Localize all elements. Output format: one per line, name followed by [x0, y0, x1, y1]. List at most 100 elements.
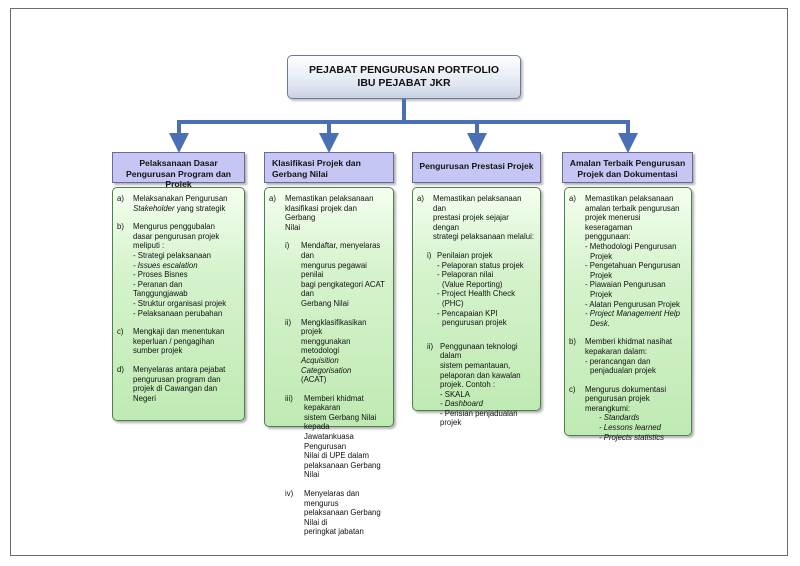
item-text: Penilaian projek [437, 250, 493, 260]
subitem-text: - Piawaian Pengurusan [585, 280, 666, 290]
subitem-text: Projek [590, 270, 613, 280]
header-pelaksanaan-dasar: Pelaksanaan Dasar Pengurusan Program dan… [112, 152, 245, 189]
top-org-box: PEJABAT PENGURUSAN PORTFOLIO IBU PEJABAT… [287, 55, 521, 99]
item-text: meliputi : [133, 241, 165, 251]
item-text: pengurusan projek [585, 394, 650, 404]
item-marker: c) [117, 327, 124, 337]
item-text: Memberi khidmat nasihat [585, 337, 673, 347]
item-text: strategi pelaksanaan melalui: [433, 232, 534, 242]
subitem-text: - Project Health Check [437, 289, 515, 299]
item-text: Nilai [285, 222, 301, 232]
subitem-text: - Pelaporan status projek [437, 260, 524, 270]
item-marker: i) [427, 250, 432, 260]
item-text: Nilai di UPE dalam [304, 451, 369, 461]
subitem-text-italic: - Projects statistics [599, 432, 664, 442]
list-item: i) Mendaftar, menyelaras dan mengurus pe… [285, 241, 387, 308]
top-title-line1: PEJABAT PENGURUSAN PORTFOLIO [309, 64, 499, 76]
list-item: c) Mengurus dokumentasi pengurusan proje… [569, 385, 685, 443]
item-text: menggunakan metodologi [301, 336, 351, 356]
list-item: a) Memastikan pelaksanaan amalan terbaik… [569, 194, 685, 328]
list-item: b) Mengurus penggubalan dasar pengurusan… [117, 222, 238, 318]
page-frame [10, 8, 788, 556]
item-text: Memastikan pelaksanaan [285, 194, 374, 203]
subitem-text-italic: - Standards [599, 413, 640, 423]
item-text: Negeri [133, 393, 156, 403]
item-text: sistem Gerbang Nilai kepada [304, 412, 377, 432]
item-text: Jawatankuasa Pengurusan [304, 432, 354, 451]
item-text: Gerbang Nilai [301, 298, 349, 308]
item-text: Memastikan pelaksanaan [585, 194, 674, 203]
item-marker: ii) [285, 317, 292, 327]
item-text-italic: Acquisition Categorisation [301, 355, 352, 375]
subitem-text: - Struktur organisasi projek [133, 298, 227, 308]
subitem-text: - Methodologi Pengurusan [585, 241, 677, 251]
item-text: projek menerusi keseragaman [585, 213, 641, 232]
list-item: c) Mengkaji dan menentukan keperluan / p… [117, 327, 238, 356]
list-item: i) Penilaian projek - Pelaporan status p… [427, 251, 534, 328]
item-marker: ii) [427, 341, 434, 351]
subitem-text-italic: - Dashboard [440, 399, 483, 409]
subitem-text: - Pelaporan nilai [437, 270, 494, 280]
item-text: yang strategik [174, 203, 226, 213]
item-marker: iv) [285, 489, 294, 499]
list-item: a) Memastikan pelaksanaan dan prestasi p… [417, 194, 534, 242]
box-klasifikasi-projek: a) Memastikan pelaksanaan klasifikasi pr… [264, 187, 394, 536]
item-text: Mendaftar, menyelaras dan [301, 241, 381, 260]
top-title-line2: IBU PEJABAT JKR [357, 77, 451, 89]
header-amalan-terbaik: Amalan Terbaik Pengurusan Projek dan Dok… [562, 152, 693, 183]
subitem-text: pengurusan projek [442, 318, 507, 328]
item-marker: i) [285, 241, 290, 251]
subitem-text: - SKALA [440, 389, 470, 399]
item-text: pengurusan program dan [133, 374, 221, 384]
list-item: a) Memastikan pelaksanaan klasifikasi pr… [269, 194, 387, 232]
subitem-text: - perancangan dan [585, 356, 651, 366]
item-marker: a) [417, 194, 424, 203]
subitem-text-italic: - Project Management Help [585, 309, 680, 319]
subitem-text: - Peranan dan Tanggungjawab [133, 279, 188, 299]
item-text: merangkumi: [585, 403, 631, 413]
item-text: peringkat jabatan [304, 527, 364, 537]
item-text: Mengurus penggubalan [133, 222, 215, 232]
box-pengurusan-prestasi: a) Memastikan pelaksanaan dan prestasi p… [412, 187, 541, 427]
subitem-text: Projek [590, 251, 613, 261]
item-text: Mengklasifikasikan projek [301, 317, 367, 337]
item-marker: a) [269, 194, 276, 203]
list-item: b) Memberi khidmat nasihat kepakaran dal… [569, 337, 685, 375]
subitem-text: - Proses Bisnes [133, 270, 188, 280]
item-marker: d) [117, 364, 124, 374]
item-text: keperluan / pengagihan [133, 336, 215, 346]
item-marker: c) [569, 384, 576, 394]
list-item: d) Menyelaras antara pejabat pengurusan … [117, 365, 238, 403]
item-text: Mengurus dokumentasi [585, 384, 667, 394]
item-text: amalan terbaik pengurusan [585, 203, 680, 213]
item-text-italic: Stakeholder [133, 203, 175, 213]
item-text: dasar pengurusan projek [133, 231, 220, 241]
item-text: kepakaran dalam: [585, 346, 647, 356]
item-text: Menyelaras dan mengurus [304, 489, 360, 508]
subitem-text: - Issues escalation [133, 260, 198, 270]
subitem-text: - Perisian penjadualan projek [440, 408, 518, 428]
item-text: klasifikasi projek dan Gerbang [285, 203, 357, 223]
header-pengurusan-prestasi: Pengurusan Prestasi Projek [412, 152, 541, 183]
item-text: sistem pemantauan, [440, 360, 511, 370]
item-marker: iii) [285, 393, 293, 403]
item-text: pelaksanaan Gerbang Nilai [304, 460, 381, 480]
item-text: Memastikan pelaksanaan dan [433, 194, 522, 213]
item-text: Penggunaan teknologi dalam [440, 341, 518, 361]
item-text: mengurus pegawai penilai [301, 260, 367, 280]
list-item: iii) Memberi khidmat kepakaran sistem Ge… [285, 394, 387, 480]
subitem-text: - Strategi pelaksanaan [133, 250, 212, 260]
subitem-text: penjadualan projek [590, 366, 656, 376]
item-text: projek. Contoh : [440, 380, 496, 390]
item-text: bagi pengkategori ACAT dan [301, 279, 385, 299]
item-text: (ACAT) [301, 375, 327, 385]
list-item: ii) Mengklasifikasikan projek menggunaka… [285, 318, 387, 385]
subitem-text: - Alatan Pengurusan Projek [585, 299, 680, 309]
subitem-text: (PHC) [442, 298, 464, 308]
item-text: penggunaan: [585, 232, 631, 242]
list-item: a) Melaksanakan Pengurusan Stakeholder y… [117, 194, 238, 213]
item-text: projek di Cawangan dan [133, 384, 218, 394]
item-text: pelaporan dan kawalan [440, 370, 521, 380]
item-marker: b) [569, 337, 576, 347]
